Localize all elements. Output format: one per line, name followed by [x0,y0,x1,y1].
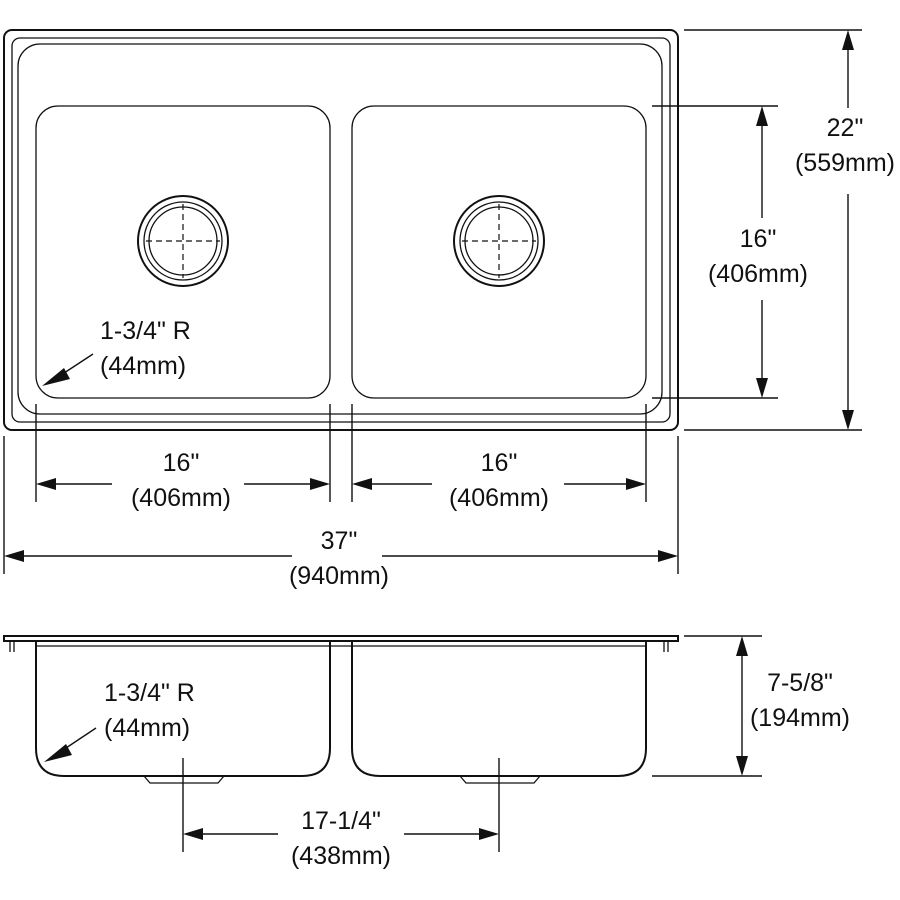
left-bowl-profile [35,641,331,777]
top-view: 1-3/4" R (44mm) 22" (559mm) 16" (406mm) [3,29,895,590]
left-bowl-width-dimension [35,404,331,502]
right-bowl-width-metric: (406mm) [449,484,549,512]
overall-width-dimension [3,436,679,574]
right-bowl-width-imperial: 16" [481,449,518,477]
left-drain [137,195,229,287]
bowl-depth-dimension [652,105,778,399]
overall-depth-imperial: 22" [827,114,864,142]
right-bowl-width-dimension [351,404,647,502]
drain-spacing-imperial: 17-1/4" [301,807,381,835]
left-bowl-width-imperial: 16" [163,449,200,477]
bowl-height-dimension [652,635,762,777]
sink-outer-rim [3,29,679,431]
sink-flange [3,635,679,642]
side-corner-radius-leader [44,727,97,762]
drain-spacing-metric: (438mm) [291,842,391,870]
bowl-height-imperial: 7-5/8" [767,669,833,697]
sink-deck-edge [17,43,663,415]
corner-radius-imperial: 1-3/4" R [100,317,191,345]
bowl-height-metric: (194mm) [750,704,850,732]
corner-radius-metric: (44mm) [100,352,186,380]
overall-width-imperial: 37" [321,527,358,555]
right-bowl-profile [351,641,647,777]
bowl-depth-imperial: 16" [740,225,777,253]
left-bowl-width-metric: (406mm) [131,484,231,512]
right-drain [453,195,545,287]
overall-depth-metric: (559mm) [795,149,895,177]
left-bowl [35,105,331,399]
side-view: 1-3/4" R (44mm) 7-5/8" (194mm) 17-1/4" (… [3,635,850,870]
side-corner-radius-imperial: 1-3/4" R [104,679,195,707]
overall-width-metric: (940mm) [289,562,389,590]
corner-radius-leader [42,353,94,386]
bowl-depth-metric: (406mm) [708,260,808,288]
right-bowl [351,105,647,399]
drain-spacing-dimension [182,758,500,852]
side-corner-radius-metric: (44mm) [104,714,190,742]
sink-inner-rim [11,37,671,423]
overall-depth-dimension [684,29,862,431]
